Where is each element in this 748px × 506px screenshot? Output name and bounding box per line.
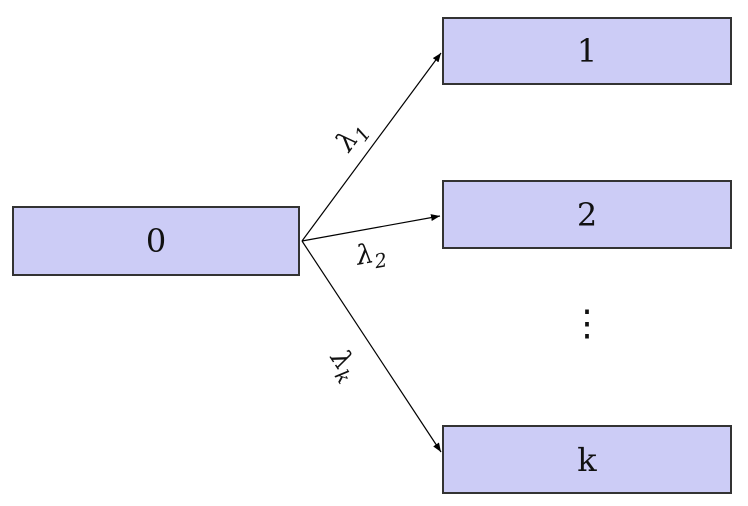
state-node-0-label: 0 (145, 222, 167, 260)
state-node-k-label: k (577, 440, 597, 479)
state-node-1-label: 1 (576, 32, 598, 70)
vertical-ellipsis: ⋮ (569, 303, 605, 344)
edge-label-lambda-k: λk (324, 344, 366, 388)
state-node-2: 2 (442, 180, 732, 249)
state-node-0: 0 (12, 206, 300, 276)
arrow-0-to-1 (301, 52, 442, 242)
state-node-1: 1 (442, 17, 732, 85)
state-node-2-label: 2 (576, 195, 598, 234)
edge-label-lambda-2-sub: 2 (372, 248, 389, 274)
state-node-k: k (442, 425, 732, 494)
edge-label-lambda-1: λ1 (330, 115, 376, 157)
edge-label-lambda-2: λ2 (354, 236, 389, 274)
arrow-0-to-k (301, 240, 442, 453)
